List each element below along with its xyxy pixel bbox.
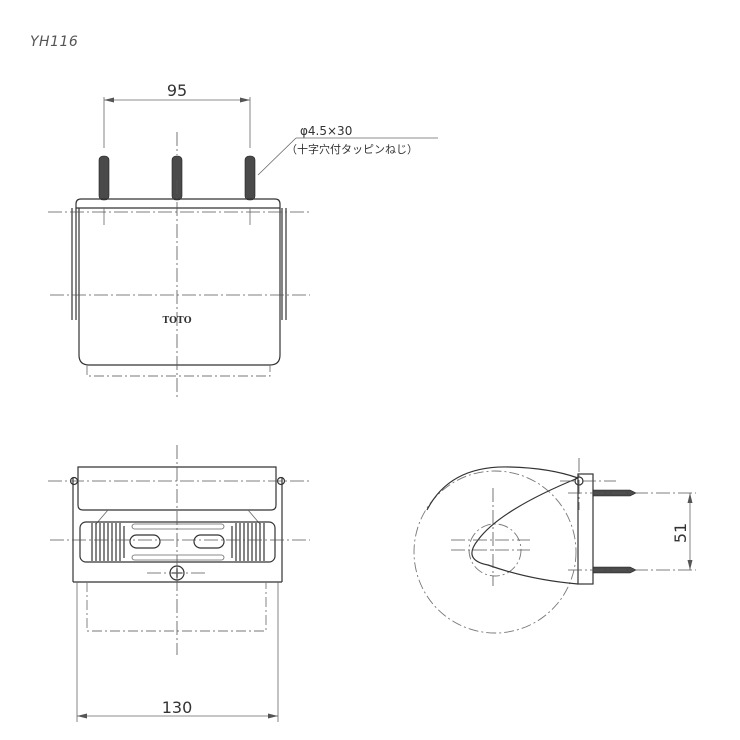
bottom-view: 130 bbox=[48, 445, 310, 722]
screw-right bbox=[244, 155, 256, 201]
dimension-95: 95 bbox=[167, 81, 187, 100]
toto-logo: TOTO bbox=[162, 316, 191, 326]
spindle-spring-left bbox=[91, 523, 121, 561]
screw-left bbox=[98, 155, 110, 201]
screw-center bbox=[171, 155, 183, 201]
side-view: 51 bbox=[413, 458, 696, 634]
dimension-51: 51 bbox=[671, 523, 690, 543]
front-view: 95 φ4.5×30 （十字穴付タッピンねじ） TOTO bbox=[48, 81, 438, 400]
screw-note: （十字穴付タッピンねじ） bbox=[286, 142, 418, 156]
screw-spec: φ4.5×30 bbox=[300, 124, 352, 138]
dimension-130: 130 bbox=[162, 698, 193, 717]
spindle-spring-right bbox=[235, 523, 265, 561]
model-label: YH116 bbox=[30, 34, 79, 50]
